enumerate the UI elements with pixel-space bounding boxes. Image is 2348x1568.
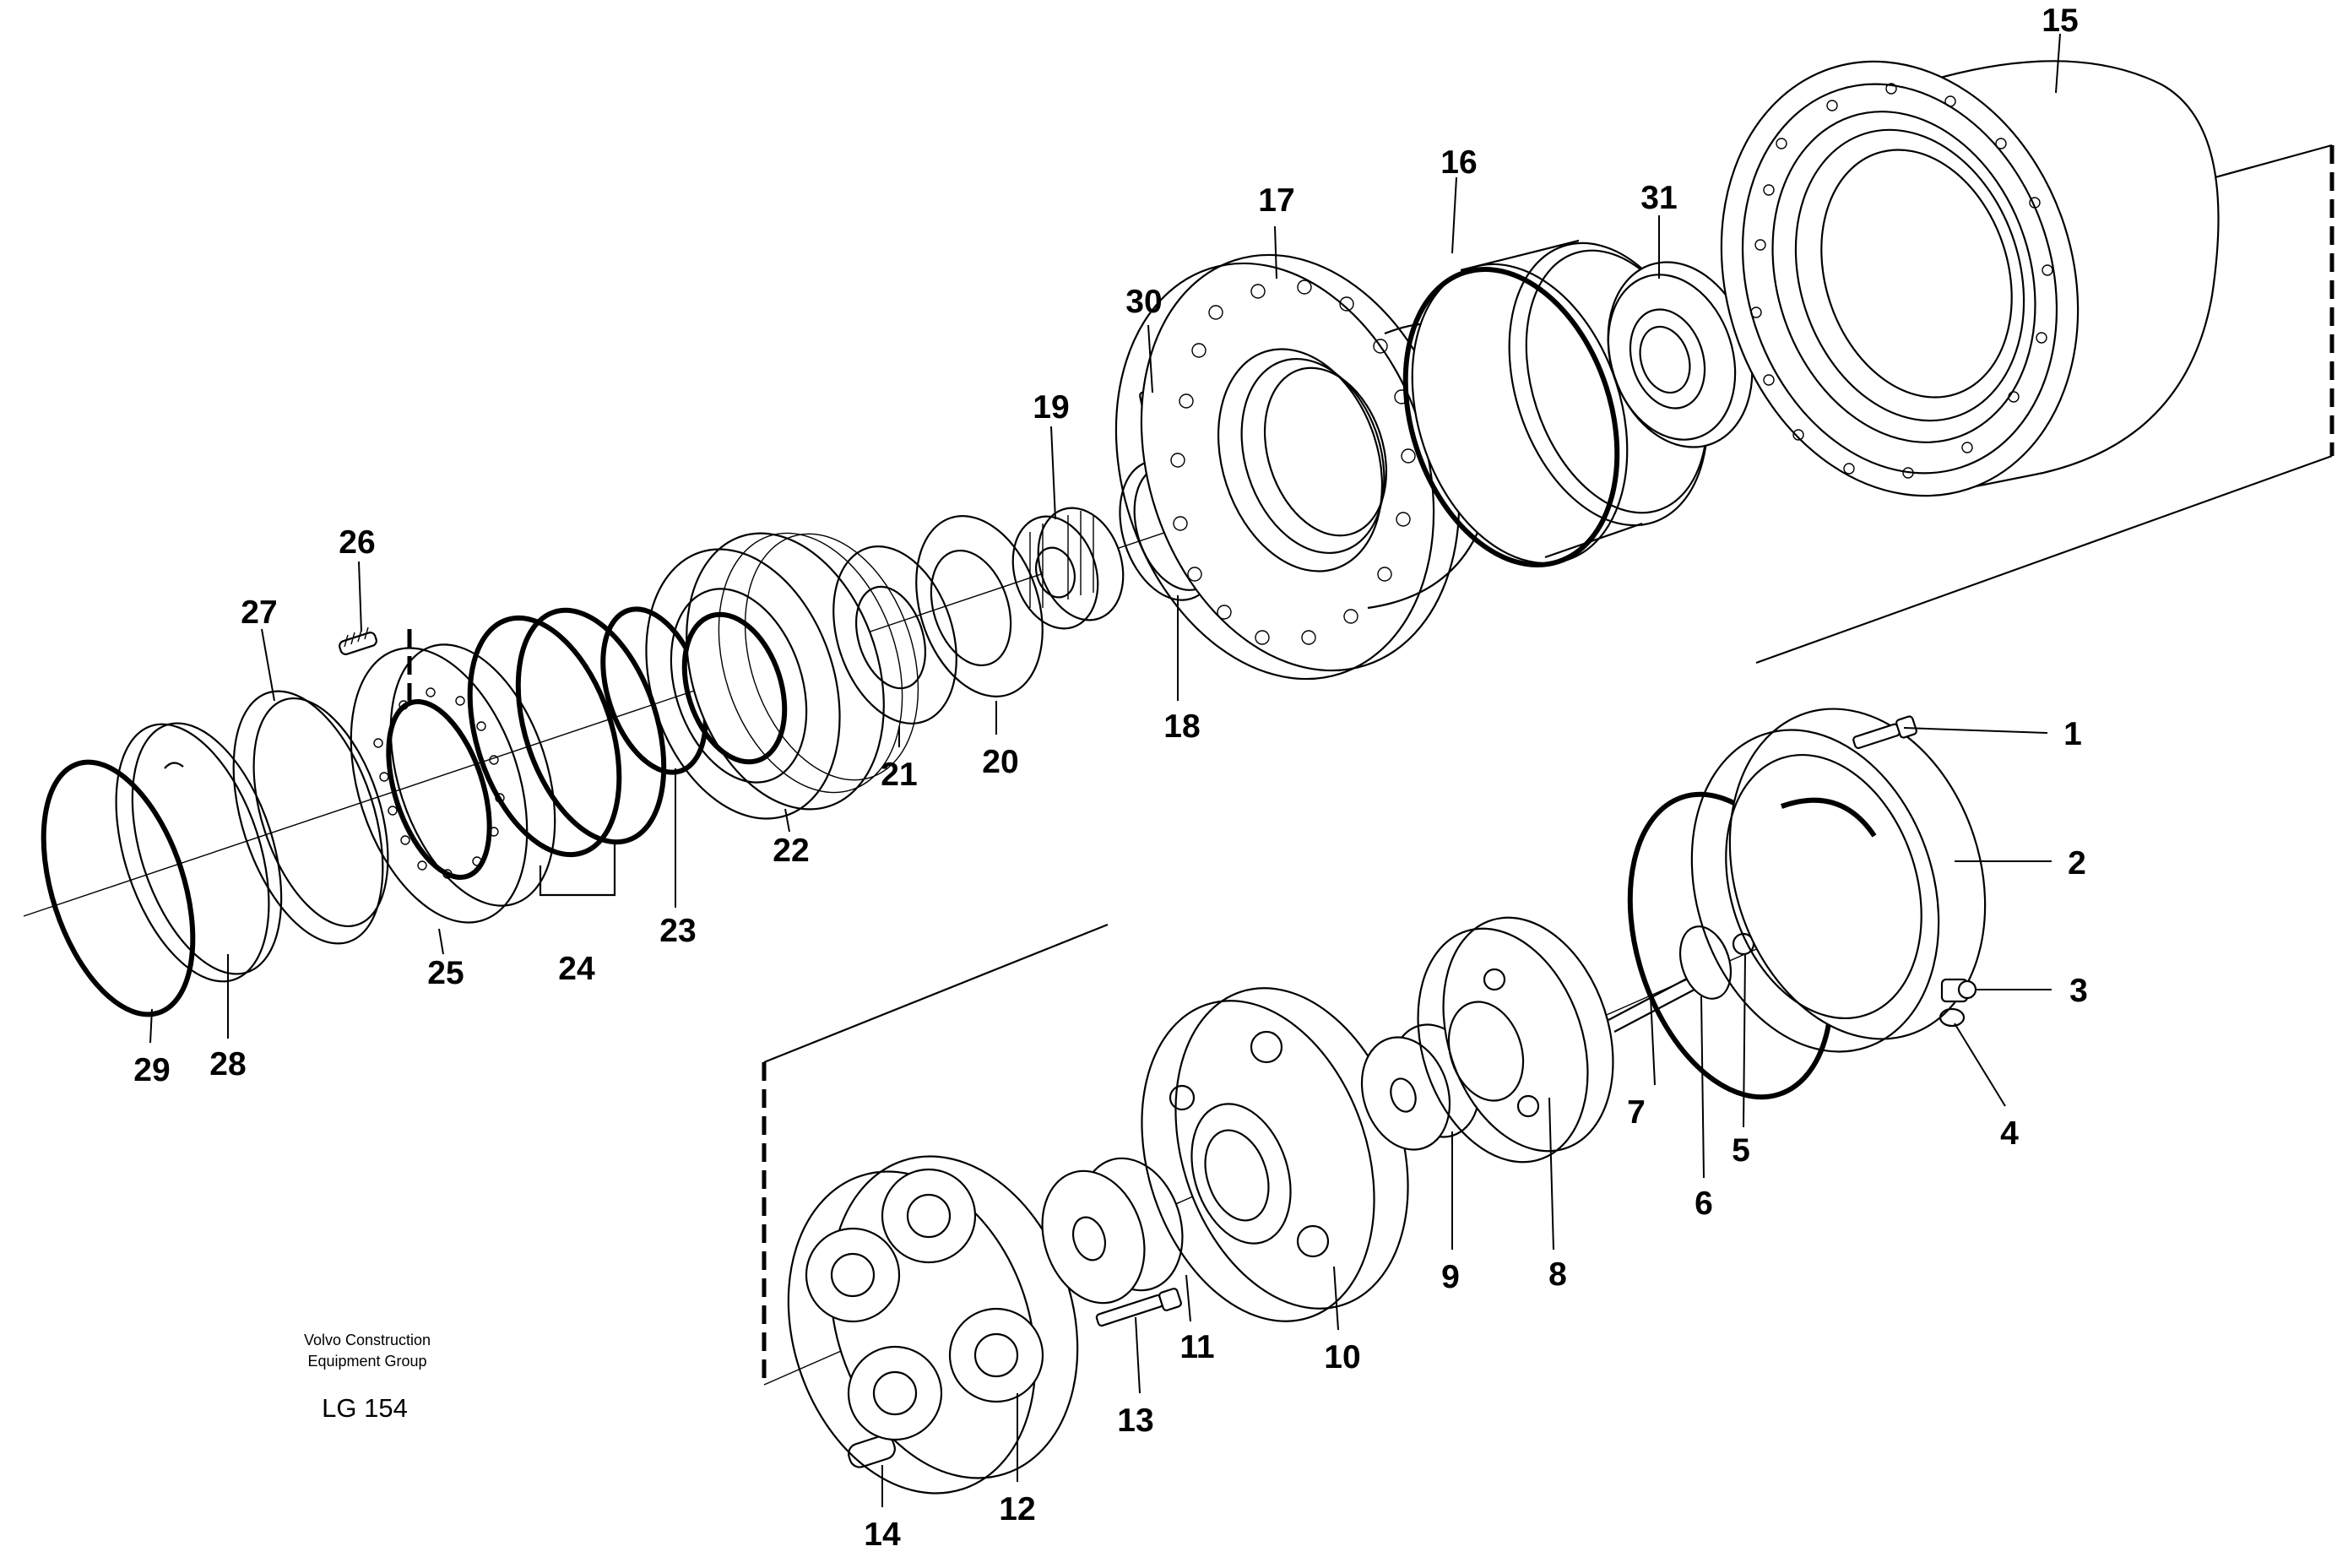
label-23: 23	[659, 913, 696, 949]
part-14-pin	[848, 1435, 896, 1468]
part-1-bolt	[1852, 715, 1917, 750]
part-2-ring-gear-cover	[1690, 708, 1987, 1053]
part-7-shaft	[1608, 925, 1732, 1033]
label-8: 8	[1548, 1256, 1567, 1293]
label-6: 6	[1695, 1185, 1713, 1222]
part-3-plug	[1940, 978, 1977, 1003]
label-2: 2	[2068, 845, 2086, 882]
label-11: 11	[1179, 1329, 1214, 1365]
credit-block: Volvo Construction Equipment Group LG 15…	[304, 1332, 431, 1423]
label-4: 4	[2000, 1115, 2019, 1152]
part-11-sun-gear	[1041, 1157, 1184, 1305]
part-4-washer	[1939, 1007, 1966, 1028]
label-12: 12	[999, 1491, 1035, 1527]
label-10: 10	[1324, 1339, 1360, 1375]
label-24: 24	[558, 951, 595, 987]
label-18: 18	[1163, 708, 1200, 745]
label-26: 26	[339, 524, 375, 561]
part-25-brake-hub	[350, 643, 556, 924]
label-30: 30	[1125, 284, 1162, 320]
label-5: 5	[1732, 1132, 1750, 1169]
drawing-code: LG 154	[322, 1393, 408, 1423]
label-27: 27	[241, 594, 277, 631]
part-16-bearing	[1402, 239, 1709, 568]
label-28: 28	[209, 1046, 246, 1082]
part-26-spring-pin	[339, 627, 412, 701]
label-7: 7	[1627, 1094, 1646, 1131]
label-15: 15	[2042, 3, 2078, 39]
label-25: 25	[427, 955, 464, 991]
label-9: 9	[1441, 1259, 1460, 1295]
credit-line-2: Equipment Group	[307, 1353, 426, 1370]
part-21-friction-disc	[832, 545, 957, 724]
part-19-sun-gear	[1011, 507, 1125, 630]
leader-lines	[149, 33, 2061, 1507]
label-16: 16	[1440, 144, 1477, 181]
part-13-bolt	[1095, 1288, 1182, 1327]
part-12-planet-carrier	[787, 1155, 1079, 1495]
part-8-carrier	[1417, 916, 1614, 1164]
label-14: 14	[864, 1516, 901, 1553]
planet-gears	[805, 1168, 1044, 1441]
part-10-planet-carrier	[1141, 987, 1409, 1322]
label-20: 20	[982, 744, 1018, 780]
part-28-seal	[115, 722, 283, 983]
label-3: 3	[2069, 973, 2088, 1009]
label-19: 19	[1033, 389, 1069, 426]
label-17: 17	[1258, 182, 1294, 219]
part-labels: 1 2 3 4 5 6 7 8 9 10 11 12 13 14 15 16 1…	[133, 3, 2088, 1553]
label-13: 13	[1117, 1403, 1153, 1439]
part-24-rings	[467, 607, 667, 897]
credit-line-1: Volvo Construction	[304, 1332, 431, 1348]
label-21: 21	[881, 757, 917, 793]
part-15-housing	[1720, 60, 2220, 497]
part-29-snap-ring	[41, 759, 196, 1017]
label-29: 29	[133, 1052, 170, 1088]
part-27-ring	[232, 690, 389, 945]
label-22: 22	[773, 833, 809, 869]
part-20-separator-plate	[915, 515, 1044, 697]
label-1: 1	[2063, 716, 2082, 752]
label-31: 31	[1640, 180, 1677, 216]
